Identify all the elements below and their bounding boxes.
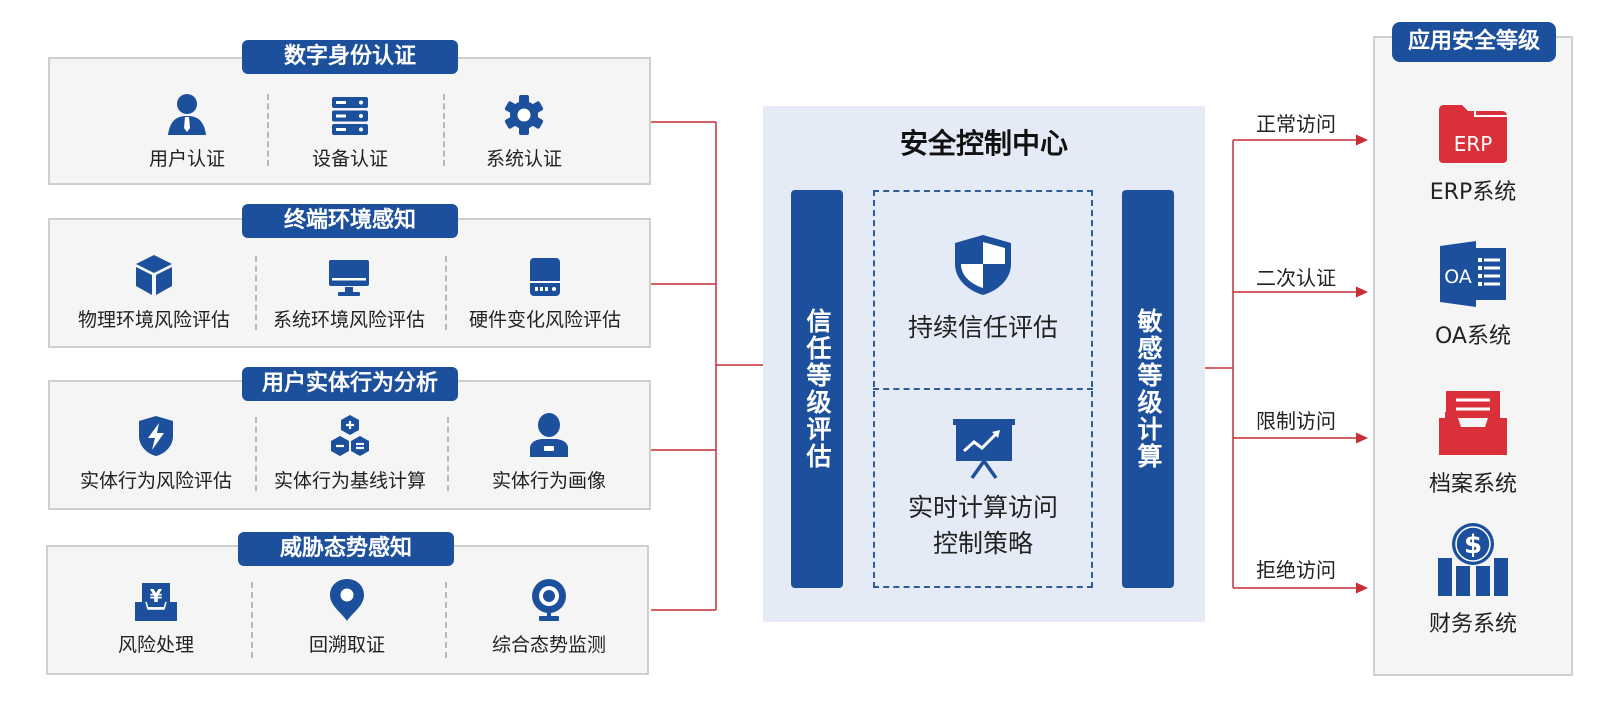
shield-bolt-icon xyxy=(139,416,173,456)
gear-icon xyxy=(504,95,544,135)
divider xyxy=(267,94,269,166)
trust-level-bar: 信任等级评估 xyxy=(791,190,843,588)
center-title: 安全控制中心 xyxy=(899,127,1068,160)
access-label-restricted: 限制访问 xyxy=(1256,409,1336,433)
svg-text:$: $ xyxy=(1464,530,1482,560)
webcam-icon xyxy=(532,579,566,621)
group-title: 威胁态势感知 xyxy=(238,532,454,566)
item-hardware-change-risk: 硬件变化风险评估 xyxy=(455,251,635,332)
item-system-env-risk: 系统环境风险评估 xyxy=(259,251,439,332)
sensitivity-level-bar: 敏感等级计算 xyxy=(1122,190,1174,588)
divider xyxy=(255,417,257,491)
archive-tray-icon xyxy=(1439,391,1507,455)
access-label-secondary-auth: 二次认证 xyxy=(1256,266,1336,290)
item-entity-behavior-risk: 实体行为风险评估 xyxy=(66,412,246,493)
system-oa: OA OA系统 xyxy=(1373,241,1573,350)
group-title: 终端环境感知 xyxy=(242,204,458,238)
user-icon xyxy=(168,94,206,135)
box-bottom-icon-wrap xyxy=(952,418,1016,484)
hard-drive-icon xyxy=(530,258,560,296)
system-erp: ERP ERP系统 xyxy=(1373,100,1573,206)
divider xyxy=(251,582,253,658)
item-user-auth: 用户认证 xyxy=(97,90,277,171)
divider xyxy=(255,256,257,330)
access-label-denied: 拒绝访问 xyxy=(1256,558,1336,582)
monitor-icon xyxy=(329,260,369,296)
map-pin-icon xyxy=(330,579,364,621)
evaluation-box-divider xyxy=(873,388,1093,390)
item-trace-forensics: 回溯取证 xyxy=(257,576,437,657)
item-system-auth: 系统认证 xyxy=(434,90,614,171)
continuous-trust-label: 持续信任评估 xyxy=(907,313,1058,342)
system-archive: 档案系统 xyxy=(1373,391,1573,498)
divider xyxy=(445,256,447,330)
calc-hex-icon xyxy=(331,415,369,456)
svg-text:ERP: ERP xyxy=(1454,132,1493,156)
server-icon xyxy=(332,97,368,135)
divider xyxy=(443,94,445,166)
group-title: 数字身份认证 xyxy=(242,40,458,74)
item-device-auth: 设备认证 xyxy=(260,90,440,171)
item-risk-handling: ¥ 风险处理 xyxy=(66,576,246,657)
access-label-normal: 正常访问 xyxy=(1256,112,1336,136)
yen-tray-icon: ¥ xyxy=(135,583,177,621)
erp-folder-icon: ERP xyxy=(1439,105,1507,163)
item-situation-monitoring: 综合态势监测 xyxy=(459,576,639,657)
box-top-icon-wrap xyxy=(953,234,1013,300)
system-finance: $ 财务系统 xyxy=(1373,523,1573,638)
svg-text:OA: OA xyxy=(1444,266,1472,288)
presentation-chart-icon xyxy=(953,419,1015,480)
group-title: 用户实体行为分析 xyxy=(242,367,458,401)
divider xyxy=(447,417,449,491)
item-entity-profile: 实体行为画像 xyxy=(459,412,639,493)
divider xyxy=(445,582,447,658)
svg-text:¥: ¥ xyxy=(150,586,163,607)
right-title: 应用安全等级 xyxy=(1392,22,1556,62)
user-profile-icon xyxy=(530,413,568,457)
shield-icon xyxy=(955,235,1011,295)
realtime-policy-label-1: 实时计算访问 xyxy=(907,493,1058,522)
finance-dollar-icon: $ xyxy=(1438,523,1508,596)
item-physical-env-risk: 物理环境风险评估 xyxy=(64,251,244,332)
cube-icon xyxy=(136,255,172,295)
realtime-policy-label-2: 控制策略 xyxy=(932,529,1033,558)
oa-icon: OA xyxy=(1440,241,1506,307)
item-entity-baseline: 实体行为基线计算 xyxy=(260,412,440,493)
